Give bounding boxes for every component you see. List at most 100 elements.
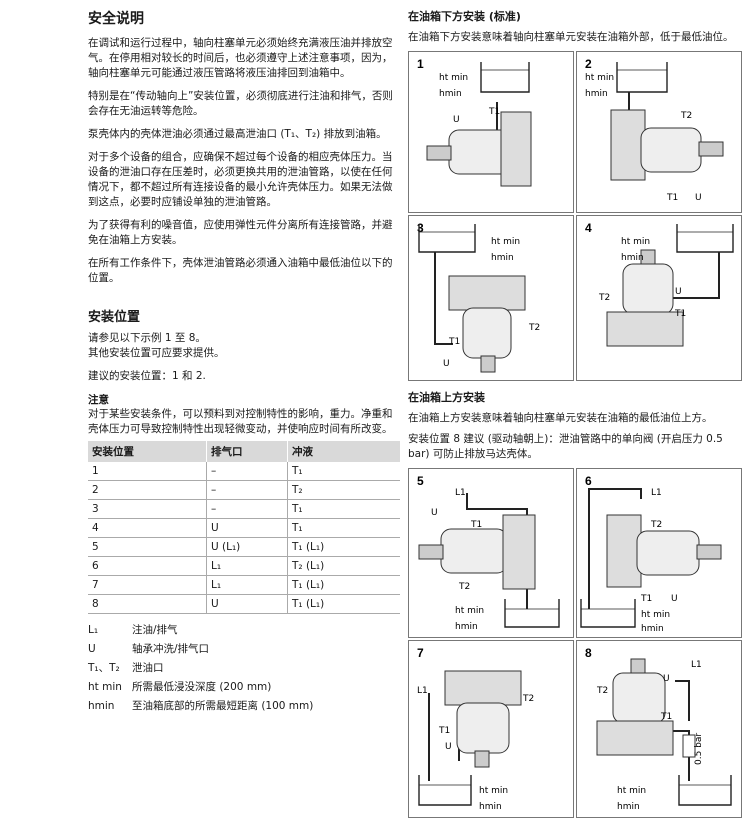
diagram-panel-3: 3 ht min hmin T2 T1 U <box>408 215 574 381</box>
pump-diagram-1: 1 ht min hmin U T1 <box>417 57 532 187</box>
table-row: 3–T₁ <box>88 499 400 519</box>
table-cell: U (L₁) <box>206 537 288 557</box>
pump-diagram-8: 8 L1 U T2 T1 0.5 bar ht min hmin <box>585 646 732 812</box>
safety-para-1: 在调试和运行过程中，轴向柱塞单元必须始终充满液压油并排放空气。在停用相对较长的时… <box>88 37 393 79</box>
ht-label: ht min <box>585 73 614 83</box>
table-cell: T₁ (L₁) <box>287 537 400 557</box>
table-cell: T₁ <box>287 462 400 481</box>
t2-label: T2 <box>650 520 662 530</box>
t1-label: T1 <box>666 193 678 203</box>
legend-symbol: hmin <box>88 699 115 712</box>
u-label: U <box>695 193 702 203</box>
ht-label: ht min <box>455 606 484 616</box>
table-header-cell: 排气口 <box>206 441 288 462</box>
below-tank-figures: 1 ht min hmin U T1 2 <box>408 51 742 381</box>
table-cell: 4 <box>88 518 207 538</box>
hmin-label: hmin <box>585 89 608 99</box>
pump-diagram-4: 4 ht min hmin U T2 T1 <box>585 221 734 347</box>
table-cell: T₁ <box>287 499 400 519</box>
bar-label: 0.5 bar <box>694 733 704 765</box>
ht-label: ht min <box>641 610 670 620</box>
table-cell: T₁ (L₁) <box>287 575 400 595</box>
safety-para-2: 特别是在“传动轴向上”安装位置，必须彻底进行注油和排气，否则会存在无油运转等危险… <box>88 90 393 117</box>
above-tank-text-b: 安装位置 8 建议 (驱动轴朝上)：泄油管路中的单向阀 (开启压力 0.5 ba… <box>408 433 723 460</box>
panel-number: 3 <box>417 221 424 235</box>
table-header-cell: 冲液 <box>287 441 400 462</box>
l1-label: L1 <box>651 488 662 498</box>
safety-title: 安全说明 <box>88 11 144 27</box>
l1-label: L1 <box>691 660 702 670</box>
hmin-label: hmin <box>439 89 462 99</box>
table-header: 安装位置 排气口 冲液 <box>88 441 400 462</box>
panel-number: 8 <box>585 646 592 660</box>
diagram-panel-1: 1 ht min hmin U T1 <box>408 51 574 213</box>
u-label: U <box>671 594 678 604</box>
panel-number: 1 <box>417 57 424 71</box>
table-cell: T₁ (L₁) <box>287 594 400 614</box>
safety-para-4: 对于多个设备的组合，应确保不超过每个设备的相应壳体压力。当设备的泄油口存在压差时… <box>88 151 393 208</box>
t1-label: T1 <box>438 726 450 736</box>
table-cell: 8 <box>88 594 207 614</box>
diagram-panel-6: 6 L1 T2 T1 U ht min hmin <box>576 468 742 638</box>
panel-number: 6 <box>585 474 592 488</box>
l1-label: L1 <box>455 488 466 498</box>
below-tank-title: 在油箱下方安装 (标准) <box>408 10 521 23</box>
table-cell: 5 <box>88 537 207 557</box>
legend-desc: 至油箱底部的所需最短距离 (100 mm) <box>132 700 314 712</box>
t2-label: T2 <box>522 694 534 704</box>
panel-number: 2 <box>585 57 592 71</box>
right-column: 在油箱下方安装 (标准) 在油箱下方安装意味着轴向柱塞单元安装在油箱外部，低于最… <box>408 8 742 818</box>
t2-label: T2 <box>680 111 692 121</box>
t2-label: T2 <box>528 323 540 333</box>
u-label: U <box>445 742 452 752</box>
diagram-panel-5: 5 L1 U T1 T2 ht min hmin <box>408 468 574 638</box>
note-title: 注意 <box>88 394 109 406</box>
l1-label: L1 <box>417 686 428 696</box>
hmin-label: hmin <box>617 802 640 812</box>
legend-symbol: U <box>88 642 96 655</box>
safety-para-3: 泵壳体内的壳体泄油必须通过最高泄油口 (T₁、T₂) 排放到油箱。 <box>88 128 387 140</box>
t1-label: T1 <box>470 520 482 530</box>
diagram-panel-7: 7 L1 T2 T1 U ht min hmin <box>408 640 574 818</box>
table-cell: L₁ <box>206 556 288 576</box>
legend-desc: 泄油口 <box>132 662 164 674</box>
t1-label: T1 <box>640 594 652 604</box>
ht-label: ht min <box>491 237 520 247</box>
table-cell: 2 <box>88 480 207 500</box>
left-column: 安全说明 在调试和运行过程中，轴向柱塞单元必须始终充满液压油并排放空气。在停用相… <box>88 8 400 715</box>
diagram-panel-8: 8 L1 U T2 T1 0.5 bar ht min hmin <box>576 640 742 818</box>
t1-label: T1 <box>448 337 460 347</box>
install-title: 安装位置 <box>88 310 141 325</box>
safety-para-6: 在所有工作条件下，壳体泄油管路必须通入油箱中最低油位以下的位置。 <box>88 257 393 284</box>
above-tank-text-a: 在油箱上方安装意味着轴向柱塞单元安装在油箱的最低油位上方。 <box>408 412 713 424</box>
legend-desc: 所需最低浸没深度 (200 mm) <box>132 681 272 693</box>
table-row: 1–T₁ <box>88 462 400 481</box>
note-text: 对于某些安装条件，可以预料到对控制特性的影响，重力。净重和壳体压力可导致控制特性… <box>88 408 393 435</box>
table-header-cell: 安装位置 <box>88 441 207 462</box>
pump-diagram-3: 3 ht min hmin T2 T1 U <box>417 221 540 373</box>
ht-label: ht min <box>617 786 646 796</box>
panel-number: 4 <box>585 221 592 235</box>
table-cell: 7 <box>88 575 207 595</box>
table-cell: – <box>206 480 288 500</box>
table-cell: L₁ <box>206 575 288 595</box>
panel-number: 7 <box>417 646 424 660</box>
pump-diagram-2: 2 ht min hmin T2 T1 U <box>585 57 724 203</box>
legend-item: hmin 至油箱底部的所需最短距离 (100 mm) <box>88 696 400 715</box>
panel-number: 5 <box>417 474 424 488</box>
u-label: U <box>443 359 450 369</box>
install-line-1: 请参见以下示例 1 至 8。 <box>88 332 206 344</box>
ht-label: ht min <box>439 73 468 83</box>
above-tank-title: 在油箱上方安装 <box>408 391 485 404</box>
pump-diagram-5: 5 L1 U T1 T2 ht min hmin <box>417 474 560 632</box>
diagram-panel-2: 2 ht min hmin T2 T1 U <box>576 51 742 213</box>
hmin-label: hmin <box>479 802 502 812</box>
table-cell: T₁ <box>287 518 400 538</box>
t2-label: T2 <box>596 686 608 696</box>
pump-diagram-6: 6 L1 T2 T1 U ht min hmin <box>580 474 722 634</box>
